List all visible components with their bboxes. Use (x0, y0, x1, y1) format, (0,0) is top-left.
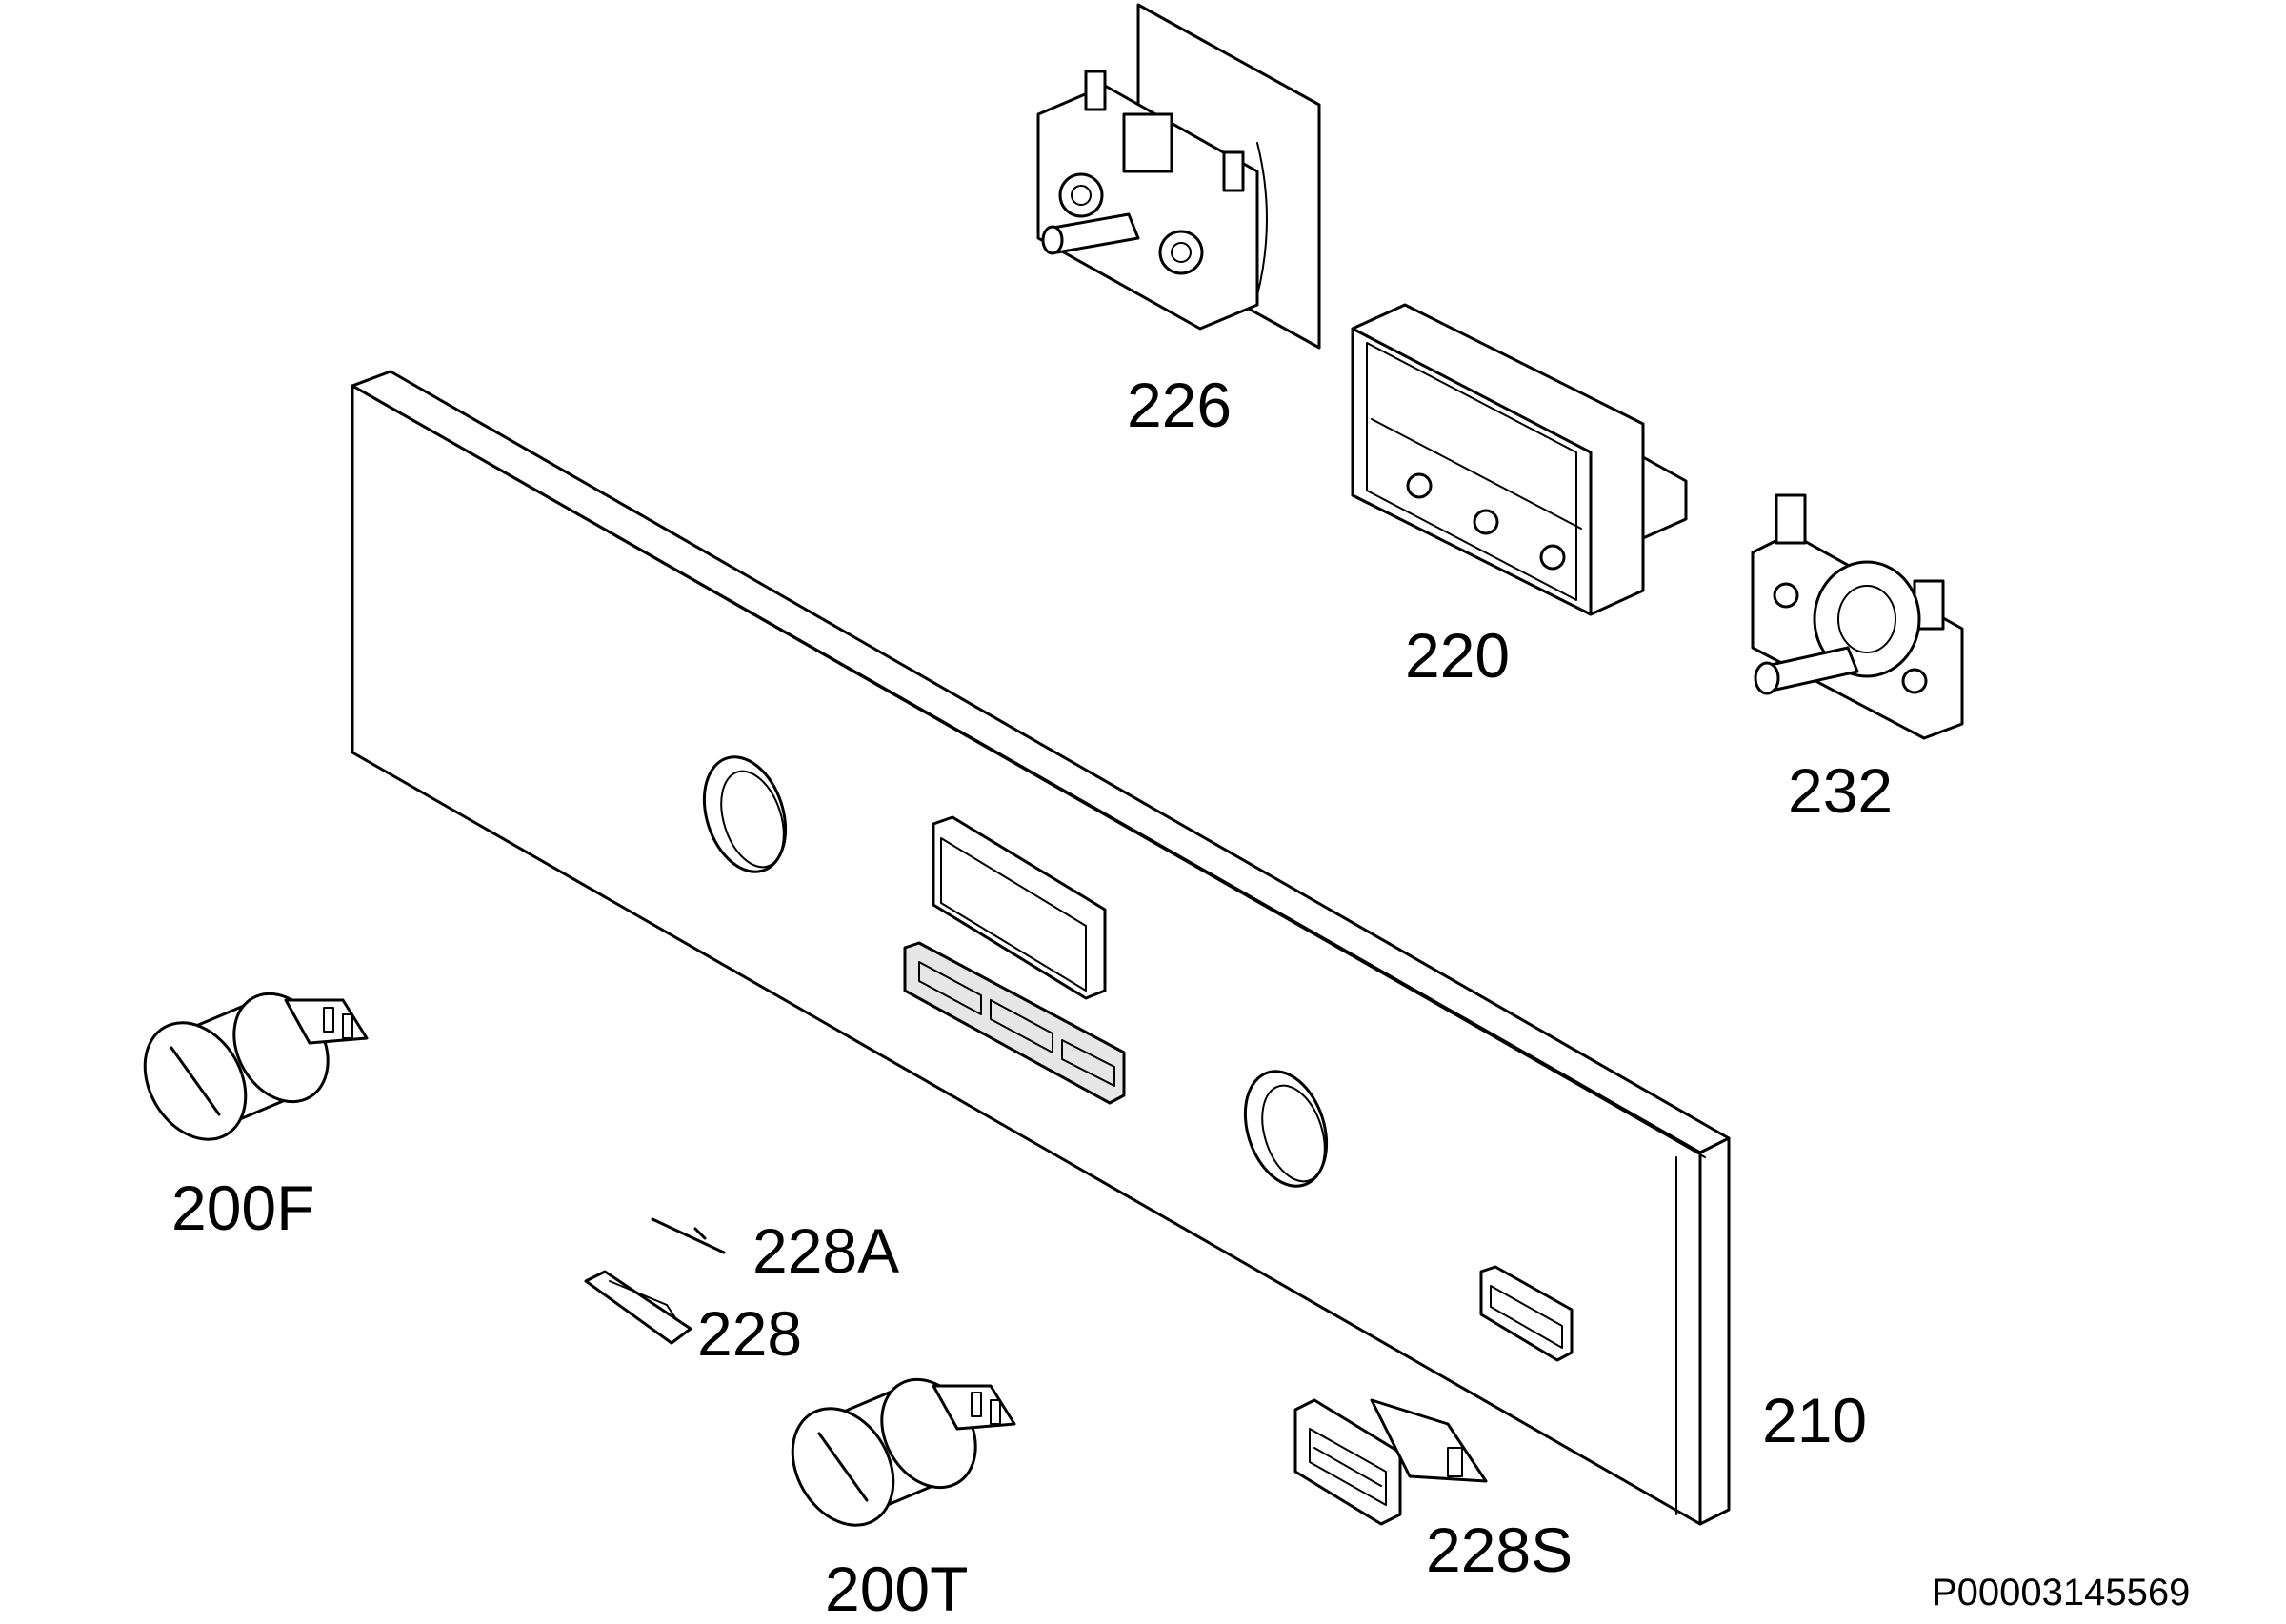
drawing-reference-number: P00003145569 (1932, 1572, 2191, 1614)
rod-228A (651, 1217, 726, 1254)
part-label-232: 232 (1788, 755, 1894, 826)
push-switch-228S (1293, 1398, 1488, 1526)
clip-228 (584, 1270, 692, 1345)
thermostat-232 (1751, 493, 1964, 740)
selector-switch-226 (1036, 3, 1321, 350)
part-label-210: 210 (1762, 1385, 1868, 1455)
control-panel-210 (351, 370, 1731, 1526)
part-label-200T: 200T (825, 1554, 969, 1624)
part-label-226: 226 (1127, 370, 1233, 440)
display-frame-220 (1351, 303, 1688, 616)
part-label-228: 228 (697, 1298, 803, 1369)
part-label-228S: 228S (1426, 1514, 1574, 1585)
knob-200F (143, 992, 369, 1141)
part-label-220: 220 (1405, 620, 1511, 691)
part-label-200F: 200F (171, 1173, 315, 1243)
part-label-228A: 228A (752, 1215, 900, 1286)
knob-200T (791, 1377, 1016, 1527)
